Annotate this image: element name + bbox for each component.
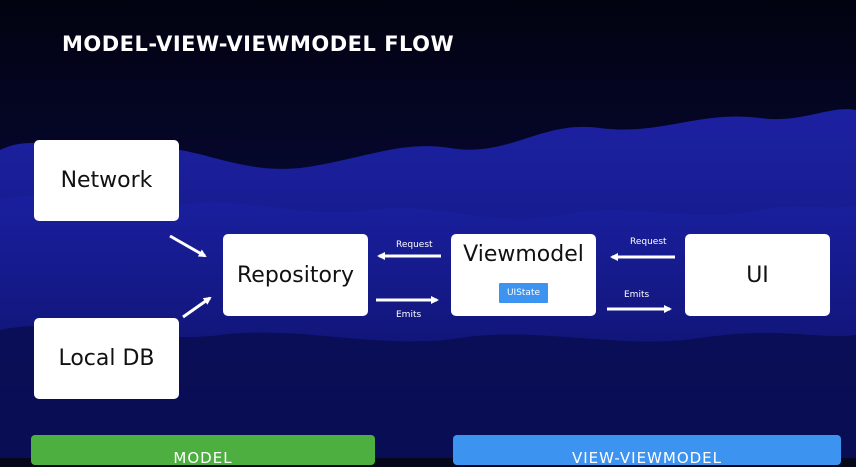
local-db-label: Local DB [58, 346, 155, 371]
vm-emits-label: Emits [624, 290, 650, 300]
ui-box: UI [685, 234, 830, 316]
view-viewmodel-bar-label: VIEW-VIEWMODEL [571, 449, 723, 467]
view-viewmodel-bar: VIEW-VIEWMODEL [453, 435, 841, 467]
page-title: MODEL-VIEW-VIEWMODEL FLOW [62, 32, 455, 56]
viewmodel-box: Viewmodel UIState [451, 234, 596, 316]
repository-box: Repository [223, 234, 368, 316]
network-to-repository-arrow [169, 234, 207, 258]
local-db-box: Local DB [34, 318, 179, 399]
model-bar-label: MODEL [173, 449, 233, 467]
localdb-to-repository-arrow [182, 296, 212, 319]
ui-label: UI [746, 262, 769, 288]
ui-request-label: Request [630, 237, 667, 247]
viewmodel-label: Viewmodel [463, 242, 584, 267]
uistate-badge: UIState [498, 283, 549, 303]
repository-label: Repository [237, 262, 354, 288]
model-bar: MODEL [31, 435, 375, 467]
network-box: Network [34, 140, 179, 221]
repo-emits-label: Emits [396, 310, 422, 320]
network-label: Network [60, 168, 153, 193]
vm-request-label: Request [396, 240, 433, 250]
